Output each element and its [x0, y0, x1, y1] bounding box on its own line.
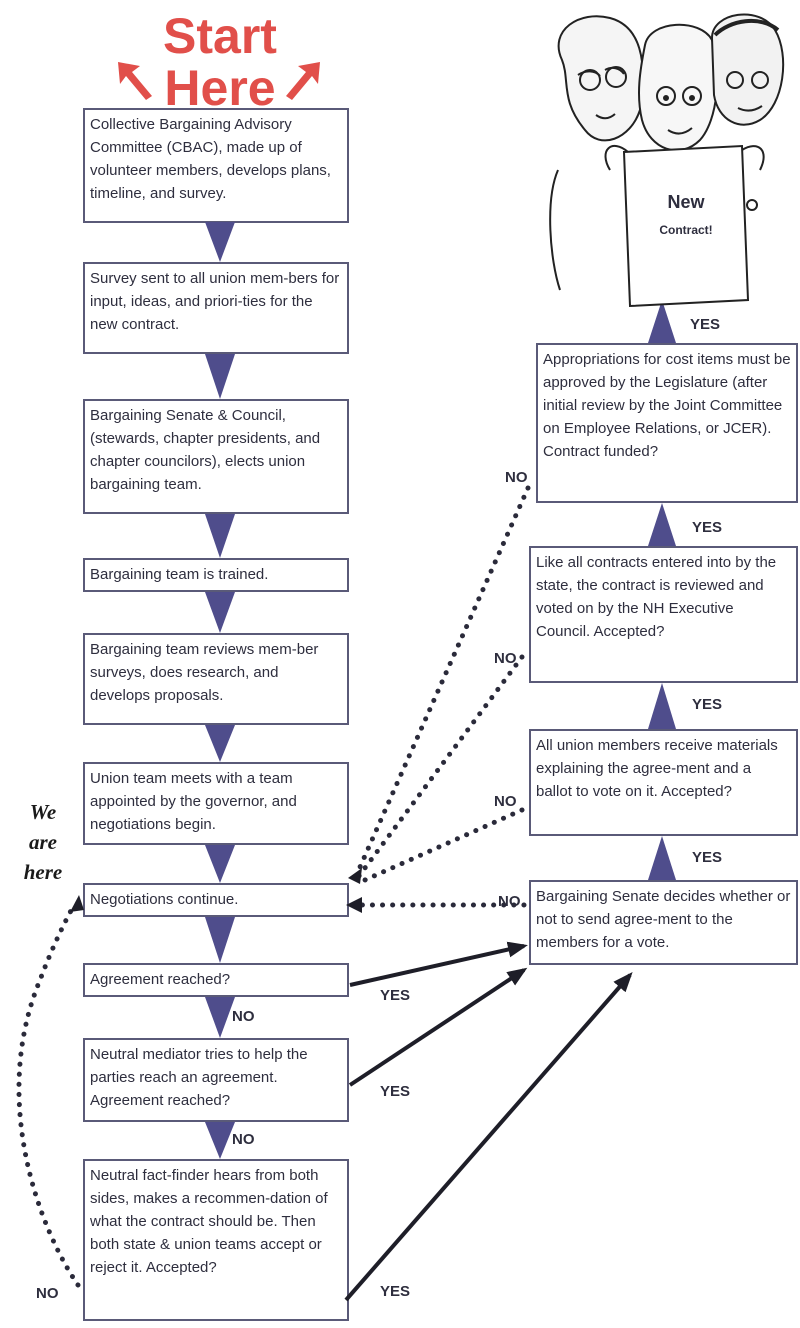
down-arrow-7 — [205, 917, 235, 963]
yes-arrow-mediator — [348, 967, 528, 1087]
no-line-legislature — [353, 485, 531, 879]
no-label-fact-finder: NO — [36, 1285, 59, 1302]
down-arrows — [205, 222, 235, 1159]
step-survey: Survey sent to all union mem-bers for in… — [83, 262, 349, 354]
no-dotted-lines — [16, 485, 531, 1288]
yes-label-agreement: YES — [380, 987, 411, 1004]
step-cbac: Collective Bargaining Advisory Committee… — [83, 108, 349, 223]
yes-label-fact-finder: YES — [380, 1283, 411, 1300]
step-mediator: Neutral mediator tries to help the parti… — [83, 1038, 349, 1122]
we-are-here-we: We — [29, 800, 57, 824]
we-are-here-here: here — [23, 860, 63, 884]
step-negotiations-begin: Union team meets with a team appointed b… — [83, 762, 349, 845]
contract-title-line1: New — [667, 192, 705, 212]
yes-label-legislature: YES — [690, 316, 721, 333]
no-line-ballot — [353, 807, 525, 887]
step-fact-finder: Neutral fact-finder hears from both side… — [83, 1159, 349, 1321]
no-label-mediator: NO — [232, 1131, 255, 1148]
no-line-fact-finder — [16, 902, 81, 1288]
step-senate-elects: Bargaining Senate & Council, (stewards, … — [83, 399, 349, 514]
down-arrow-1 — [205, 222, 235, 262]
here-title: Here — [164, 60, 276, 116]
no-label-agreement: NO — [232, 1008, 255, 1025]
step-team-reviews: Bargaining team reviews mem-ber surveys,… — [83, 633, 349, 725]
no-line-council — [353, 654, 525, 883]
no-head-3 — [70, 895, 84, 912]
up-arrows — [648, 300, 676, 880]
no-label-ballot: NO — [494, 793, 517, 810]
no-label-council: NO — [494, 650, 517, 667]
no-line-heads — [70, 868, 362, 913]
up-arrow-council — [648, 683, 676, 729]
start-arrow-left — [118, 62, 152, 100]
yes-label-council: YES — [692, 519, 723, 536]
down-arrow-5 — [205, 725, 235, 762]
step-legislature: Appropriations for cost items must be ap… — [536, 343, 798, 503]
yes-arrow-fact-finder — [344, 971, 633, 1302]
start-arrow-right — [286, 62, 320, 100]
yes-label-ballot: YES — [692, 696, 723, 713]
yes-arrows — [344, 941, 633, 1302]
up-arrow-ballot — [648, 836, 676, 880]
start-title: Start — [163, 8, 277, 64]
step-agreement-reached: Agreement reached? — [83, 963, 349, 997]
yes-label-senate: YES — [692, 849, 723, 866]
down-arrow-9 — [205, 1122, 235, 1159]
down-arrow-6 — [205, 845, 235, 883]
step-team-trained: Bargaining team is trained. — [83, 558, 349, 592]
down-arrow-8 — [205, 997, 235, 1038]
step-executive-council: Like all contracts entered into by the s… — [529, 546, 798, 683]
up-arrow-contract — [648, 300, 676, 343]
step-senate-decides: Bargaining Senate decides whether or not… — [529, 880, 798, 965]
down-arrow-2 — [205, 354, 235, 399]
contract-title-line2: Contract! — [659, 223, 712, 237]
step-member-ballot: All union members receive materials expl… — [529, 729, 798, 836]
celebration-illustration — [549, 13, 785, 308]
yes-label-mediator: YES — [380, 1083, 411, 1100]
we-are-here-are: are — [29, 830, 57, 854]
no-head-2 — [346, 897, 362, 913]
down-arrow-4 — [205, 592, 235, 633]
yes-arrow-agreement — [349, 941, 528, 987]
step-negotiations-continue: Negotiations continue. — [83, 883, 349, 917]
down-arrow-3 — [205, 514, 235, 558]
no-head-1 — [348, 868, 362, 884]
up-arrow-legislature — [648, 503, 676, 546]
no-label-legislature: NO — [505, 469, 528, 486]
